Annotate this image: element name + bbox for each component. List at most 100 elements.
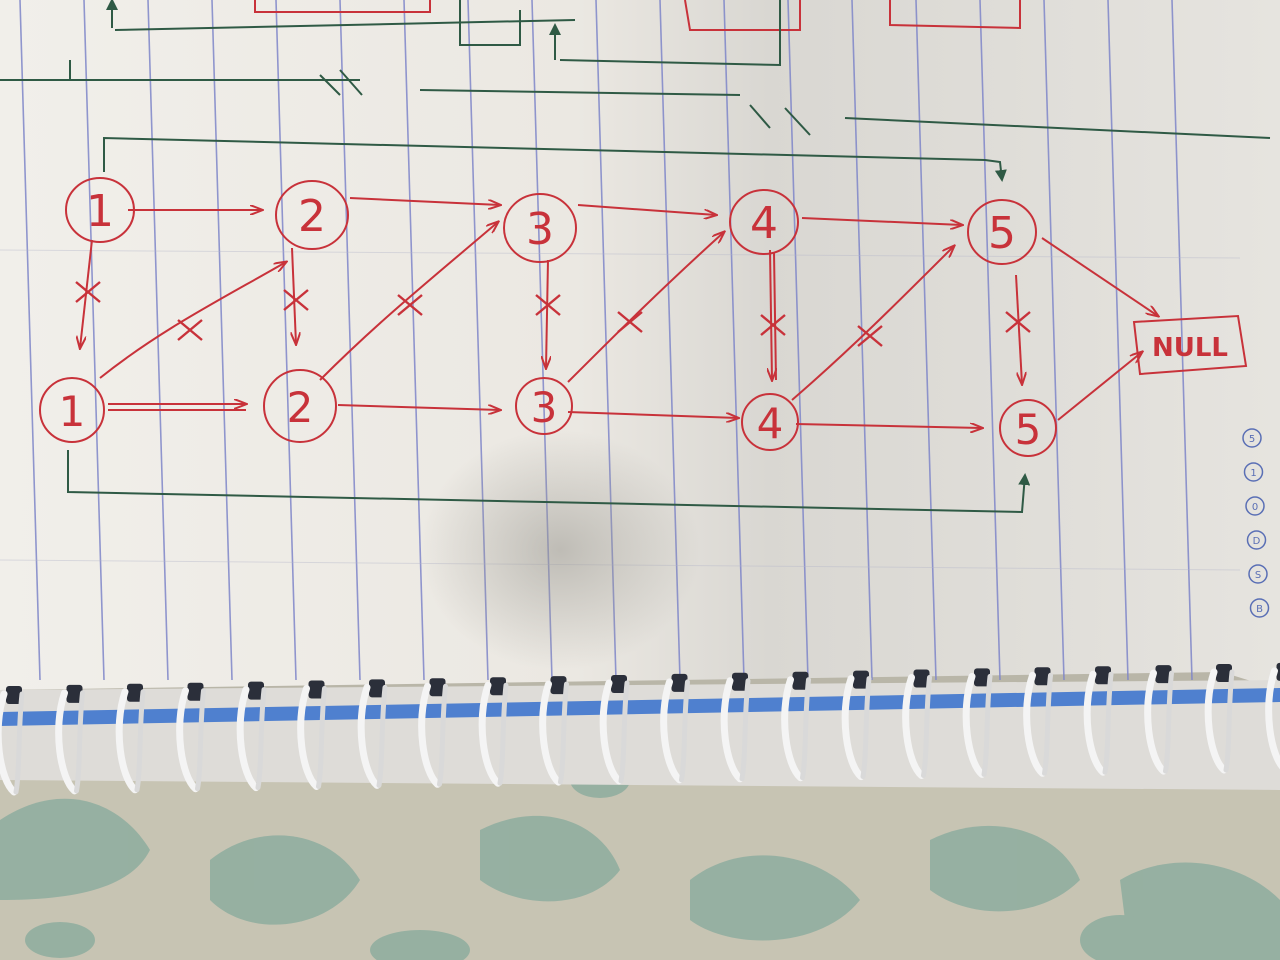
index-circle — [1248, 564, 1268, 584]
index-circle — [1245, 496, 1265, 516]
spiral-ring-back — [134, 689, 146, 793]
strike-mark — [397, 294, 423, 316]
bottom-node-1 — [39, 377, 105, 443]
rule-line — [915, 0, 937, 681]
top-node-4 — [729, 189, 799, 255]
binding-hole — [127, 683, 143, 702]
index-circle — [1243, 462, 1264, 482]
top-node-5 — [967, 199, 1037, 265]
index-circle — [1249, 598, 1270, 618]
strike-mark — [617, 311, 643, 333]
bottom-node-4 — [741, 393, 799, 451]
spiral-ring-back — [316, 686, 327, 789]
rule-line — [979, 0, 1001, 681]
top-node-3 — [503, 193, 577, 263]
binding-hole — [1034, 667, 1051, 686]
strike-mark — [1005, 311, 1031, 333]
spiral-ring — [962, 672, 986, 778]
binding-hole — [974, 668, 990, 687]
spiral-ring-back — [739, 678, 751, 782]
binding-hole — [1155, 665, 1172, 684]
binding-hole — [611, 675, 627, 693]
binding-hole — [671, 673, 688, 692]
spiral-ring — [297, 685, 320, 790]
top-node-label: 2 — [298, 191, 326, 242]
bottom-node-label: 4 — [757, 399, 784, 448]
null-label: NULL — [1152, 333, 1228, 363]
page-index-tabs: 5 1 0D S B — [1242, 428, 1270, 618]
spiral-ring-back — [13, 691, 25, 795]
strike-mark — [760, 314, 786, 336]
spiral-ring-back — [981, 673, 993, 777]
shadow — [420, 430, 700, 670]
strike-mark — [283, 289, 309, 311]
rule-line — [147, 0, 169, 681]
top-node-label: 5 — [988, 208, 1016, 259]
binding-hole — [490, 677, 506, 696]
binding-hole — [1216, 664, 1232, 682]
spiral-ring — [1083, 670, 1107, 776]
binding-hole — [853, 670, 869, 689]
spiral-ring — [0, 690, 18, 796]
strike-mark — [535, 294, 561, 316]
spiral-ring — [1204, 668, 1228, 774]
binding-hole — [6, 686, 22, 704]
spiral-ring-back — [497, 682, 509, 786]
spiral-ring-back — [860, 676, 872, 780]
rule-line — [19, 0, 41, 681]
binding-hole — [792, 671, 809, 690]
rule-line — [83, 0, 105, 681]
binding-hole — [308, 680, 325, 699]
spiral-ring — [720, 677, 744, 783]
binding-hole — [913, 669, 930, 688]
rule-line — [1171, 0, 1193, 681]
index-label: 1 — [1250, 468, 1256, 479]
top-node-label: 1 — [86, 186, 114, 237]
spiral-ring-back — [1042, 672, 1053, 776]
spiral-ring — [599, 679, 623, 785]
green-head-pointers — [67, 136, 1031, 514]
spiral-ring-back — [1102, 671, 1114, 775]
rule-line — [787, 0, 809, 681]
bottom-node-label: 2 — [287, 383, 314, 432]
strike-mark — [177, 319, 203, 341]
index-label: S — [1255, 570, 1261, 581]
strike-mark — [857, 325, 883, 347]
rule-line — [339, 0, 361, 681]
spiral-ring — [660, 678, 683, 784]
spiral-ring-back — [558, 681, 569, 785]
top-node-label: 4 — [750, 198, 778, 249]
spiral-ring-back — [679, 679, 690, 783]
ruled-lines — [19, 0, 1193, 681]
tablecloth-pattern — [0, 762, 1280, 960]
binding-hole — [732, 672, 748, 691]
index-label: 5 — [1249, 434, 1255, 445]
index-circle — [1246, 530, 1267, 550]
rule-line — [403, 0, 425, 681]
spiral-ring — [1144, 669, 1167, 775]
bottom-node-label: 1 — [59, 387, 86, 436]
spiral-ring-back — [921, 675, 932, 778]
spiral-ring — [55, 689, 78, 795]
binding-hole — [550, 676, 567, 695]
spiral-ring — [781, 676, 804, 782]
index-label: 0 — [1252, 502, 1258, 513]
bottom-node-5 — [999, 399, 1057, 457]
binding-hole — [66, 684, 83, 703]
spiral-ring — [1023, 671, 1046, 777]
binding-hole — [429, 678, 446, 697]
top-node-label: 3 — [526, 204, 554, 255]
spiral-binding-icon — [0, 662, 1280, 796]
index-label: D — [1253, 536, 1261, 547]
spiral-ring-back — [195, 688, 206, 792]
null-box — [1132, 314, 1248, 376]
spiral-ring-back — [74, 690, 85, 794]
binding-hole — [1276, 662, 1280, 681]
linked-list-diagram — [39, 177, 1248, 457]
index-label: B — [1256, 604, 1263, 615]
spiral-ring-back — [437, 683, 448, 787]
spiral-ring — [115, 688, 139, 794]
spiral-ring — [418, 682, 441, 788]
spiral-ring — [176, 687, 199, 793]
